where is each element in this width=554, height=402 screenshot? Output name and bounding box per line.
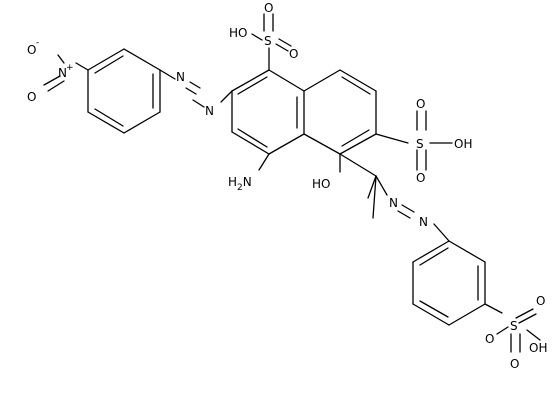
azo2-n-label: N [389, 196, 398, 210]
sulfo-bottom-s-label: S [510, 319, 518, 333]
sulfo-bottom-o-label: O [485, 332, 494, 346]
sulfo-bottom-o-label: O [536, 294, 545, 308]
bond-double [237, 76, 268, 95]
naphthalene-core [231, 69, 377, 155]
nitro-o-minus-label: O [27, 43, 36, 57]
phenyl-ring-left [87, 48, 161, 134]
bond [303, 133, 341, 155]
bond-double [185, 87, 197, 95]
azo-link-right: N N [339, 153, 450, 242]
bond [433, 223, 450, 242]
bond [159, 69, 176, 80]
bond [220, 90, 233, 103]
sulfo-right-oh-label: OH [454, 137, 472, 151]
bond [526, 329, 541, 341]
azo2-n-label: N [419, 215, 428, 229]
azo1-n-label: N [176, 70, 185, 84]
bond-double [47, 80, 65, 92]
sulfo-top-s-label: S [264, 34, 272, 48]
bond [372, 175, 377, 219]
azo-link-left: N N [159, 69, 233, 118]
bond [268, 133, 305, 155]
sulfo-right-o-label: O [416, 171, 425, 185]
bond-double [401, 204, 415, 213]
bond [412, 240, 450, 263]
bond-double [189, 81, 201, 89]
bond [339, 69, 377, 92]
bond-double [515, 308, 534, 319]
nitro-n-label: N [58, 66, 67, 80]
sulfo-top-oh-label: HO [229, 26, 247, 40]
bond-double [518, 313, 537, 324]
bond [87, 48, 125, 71]
bond [231, 69, 270, 92]
bond [192, 99, 205, 108]
nitro-group: O - N + O [27, 38, 89, 104]
azo1-n-label: N [205, 104, 214, 118]
phenyl-ring-right [412, 240, 486, 326]
hydroxy-group: HO [312, 153, 341, 191]
bond [231, 131, 270, 155]
bond-double [43, 75, 61, 86]
bond [448, 303, 486, 326]
bond [339, 133, 377, 155]
bond [448, 240, 486, 263]
bond-double [341, 76, 371, 95]
bond [303, 69, 341, 92]
amino-label: H2N [228, 175, 252, 193]
sulfo-bottom-o-label: O [510, 357, 519, 371]
nitro-plus-sign: + [66, 63, 74, 73]
bond [496, 326, 509, 335]
bond [484, 303, 503, 314]
bond-double [397, 210, 411, 219]
nitro-o-label: O [27, 90, 36, 104]
bond [268, 69, 305, 92]
bond-double [94, 108, 124, 127]
sulfo-right-s-label: S [416, 137, 424, 151]
sulfo-top-o2-label: O [289, 47, 298, 61]
sulfo-group-bottom: O S OH O O [484, 294, 547, 371]
bond [375, 175, 388, 196]
bond [87, 111, 125, 134]
sulfo-bottom-oh-label: OH [529, 341, 547, 355]
bond [123, 111, 161, 134]
sulfo-right-o-label: O [416, 97, 425, 111]
bond [123, 48, 161, 71]
bond [375, 133, 409, 144]
amino-group: H2N [228, 153, 270, 193]
bond [251, 33, 263, 41]
bond-double [278, 38, 292, 47]
bond [339, 153, 377, 177]
bond-double [237, 128, 268, 148]
hydroxy-label: HO [312, 177, 330, 191]
bond-double [341, 129, 370, 147]
bond-double [275, 43, 289, 52]
bond [367, 175, 377, 199]
bond-double [419, 300, 449, 318]
sulfo-group-top: HO O S O [229, 1, 298, 71]
nitro-minus-sign: - [36, 38, 39, 48]
sulfo-top-o-label: O [264, 1, 273, 15]
bond [258, 153, 270, 171]
bond [75, 62, 89, 71]
bond [57, 54, 65, 64]
bond-double [419, 247, 449, 266]
bond-double [94, 55, 124, 74]
bond [412, 303, 450, 326]
sulfo-group-right: O S OH O [375, 97, 472, 185]
